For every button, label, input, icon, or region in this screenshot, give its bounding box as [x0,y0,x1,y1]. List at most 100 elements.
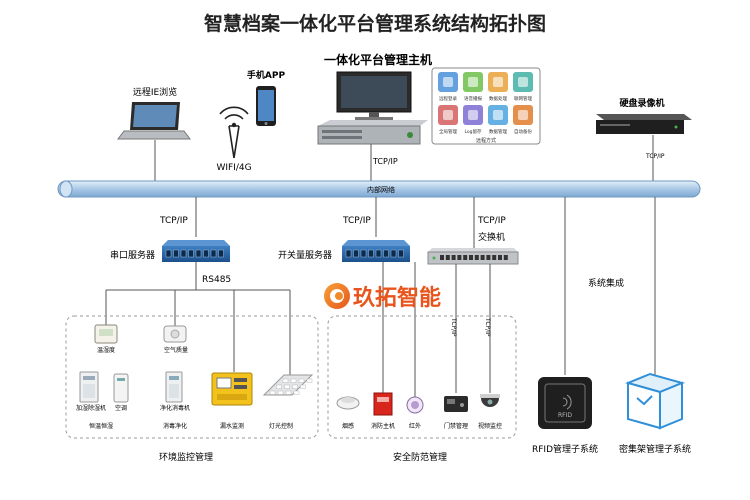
port-icon [188,249,194,258]
humidifier-device-icon [79,371,99,403]
dome-camera-icon [480,394,500,407]
light-label: 灯光控制 [269,422,293,430]
jiutuo-logo [324,283,350,309]
phone-icon [256,86,276,126]
internal-network-pipe [57,180,701,198]
rfid-icon-text: RFID [558,412,572,419]
host-computer [317,71,428,145]
network-label: 内部网络 [367,185,395,194]
module-tile: 语音播报 [463,72,483,102]
purifier-label: 净化消毒机 [160,404,190,412]
serial-server-device [162,240,230,262]
switchserver-tcp-label: TCP/IP [342,216,371,226]
status-led-icon [432,256,436,260]
host-modules-footer: 远程方式 [476,137,496,144]
module-label: 语音播报 [464,95,482,102]
port-icon [474,255,479,260]
cam-tcp-label: TCP/IP [484,317,491,337]
port-icon [195,249,202,258]
port-icon [375,249,382,258]
rfid-reader-icon: RFID [538,377,592,429]
humidifier-label: 加湿除湿机 [76,404,106,412]
env-group-label: 环境监控管理 [159,451,213,463]
module-label: 自动备份 [514,128,532,135]
diagram-title: 智慧档案一体化平台管理系统结构拓扑图 [204,12,546,35]
wifi-tower-icon [219,106,249,159]
network-switch-device [427,248,519,265]
smoke-label: 烟感 [342,422,354,430]
nvr-device-icon [596,114,692,134]
rfid-subsystem-label: RFID管理子系统 [532,443,598,455]
port-icon [368,249,374,258]
module-tile: 远程登录 [438,72,458,102]
leak-label: 漏水监测 [220,422,244,430]
port-icon [398,249,404,258]
fire-host-label: 消防主机 [371,422,395,430]
dense-rack-box-icon [624,372,686,430]
lamp-cell-icon [298,378,305,383]
lamp-cell-icon [282,378,289,383]
module-label: Log留存 [464,128,482,135]
remote-ie-label: 远程IE浏览 [133,86,177,98]
thermo-device-icon [94,324,118,344]
host-modules-panel: 远程登录语音播报数据处理联网管理全局管理 Log留存数据管理自动备份 远程方式 [431,67,541,145]
port-icon [498,255,502,260]
switch-server-device [342,240,410,262]
port-icon [480,255,485,260]
nvr-tcp-label: TCP/IP [645,153,665,160]
env-group-box [65,315,319,439]
module-label: 数据处理 [489,95,507,102]
lamp-cell-icon [269,390,276,395]
module-tile: 数据处理 [488,72,508,102]
module-label: 数据管理 [489,128,507,135]
wifi-label: WIFI/4G [216,163,251,173]
port-icon [463,255,468,260]
port-icon [486,255,491,260]
cam-label: 视频监控 [478,422,502,430]
port-icon [165,249,172,258]
module-label: 远程登录 [439,95,457,102]
host-label: 一体化平台管理主机 [324,52,432,67]
air-quality-device-icon [163,325,187,343]
rack-subsystem-label: 密集架管理子系统 [619,443,691,455]
lamp-cell-icon [292,384,298,389]
lamp-cell-icon [276,384,282,389]
door-label: 门禁管理 [444,422,468,430]
module-tile: 自动备份 [513,105,533,135]
module-tile: 联网管理 [513,72,533,102]
sec-bus-lines [382,262,491,398]
lower-links [195,197,656,375]
module-tile: Log留存 [463,105,483,135]
port-icon [390,249,397,258]
port-icon [345,249,352,258]
rs485-label: RS485 [202,275,231,285]
disinfect-label: 消毒净化 [163,422,187,430]
switch-tcp-label: TCP/IP [477,216,506,226]
ac-device-icon [113,373,129,403]
upper-links [154,135,654,181]
fire-host-icon [373,392,393,416]
port-icon [360,249,367,258]
host-tcp-label: TCP/IP [372,157,398,166]
serial-tcp-label: TCP/IP [159,216,188,226]
smoke-detector-icon [336,396,360,410]
nvr-label: 硬盘录像机 [619,97,664,109]
port-icon [469,255,473,260]
ac-label: 空调 [115,404,127,412]
port-icon [440,255,444,260]
port-icon [445,255,450,260]
port-icon [503,255,508,260]
switch-server-label: 开关量服务器 [278,249,332,261]
thermo-label: 温湿度 [97,346,115,354]
port-icon [203,249,209,258]
port-icon [180,249,187,258]
mobile-app-label: 手机APP [247,69,286,81]
port-icon [457,255,462,260]
lamp-cell-icon [300,384,306,389]
port-icon [218,249,224,258]
switch-label: 交换机 [478,231,505,243]
leak-detector-device-icon [211,372,253,406]
lamp-cell-icon [277,390,284,395]
purifier-device-icon [165,371,183,403]
module-label: 全局管理 [439,128,457,135]
